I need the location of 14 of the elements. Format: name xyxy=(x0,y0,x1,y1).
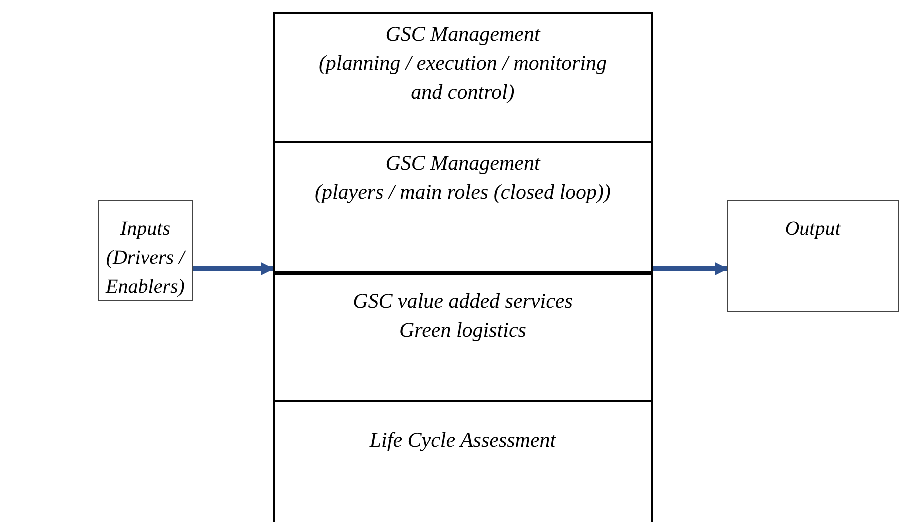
stage-label: GSC Management xyxy=(384,21,542,48)
stage-label: Green logistics xyxy=(398,317,528,344)
arrow xyxy=(653,262,728,276)
stage-label: GSC Management xyxy=(384,150,542,177)
stage-label: Life Cycle Assessment xyxy=(368,427,558,454)
box-label: Output xyxy=(784,217,842,242)
box-label: Inputs (Drivers / Enablers) xyxy=(104,217,187,300)
column-box xyxy=(273,12,653,522)
stage-label: (planning / execution / monitoring and control) xyxy=(318,50,608,106)
output-box xyxy=(727,200,899,312)
input-box xyxy=(98,200,193,301)
stage-label: GSC value added services xyxy=(352,288,574,315)
stage-label: (players / main roles (closed loop)) xyxy=(314,179,612,206)
arrow xyxy=(193,262,274,276)
